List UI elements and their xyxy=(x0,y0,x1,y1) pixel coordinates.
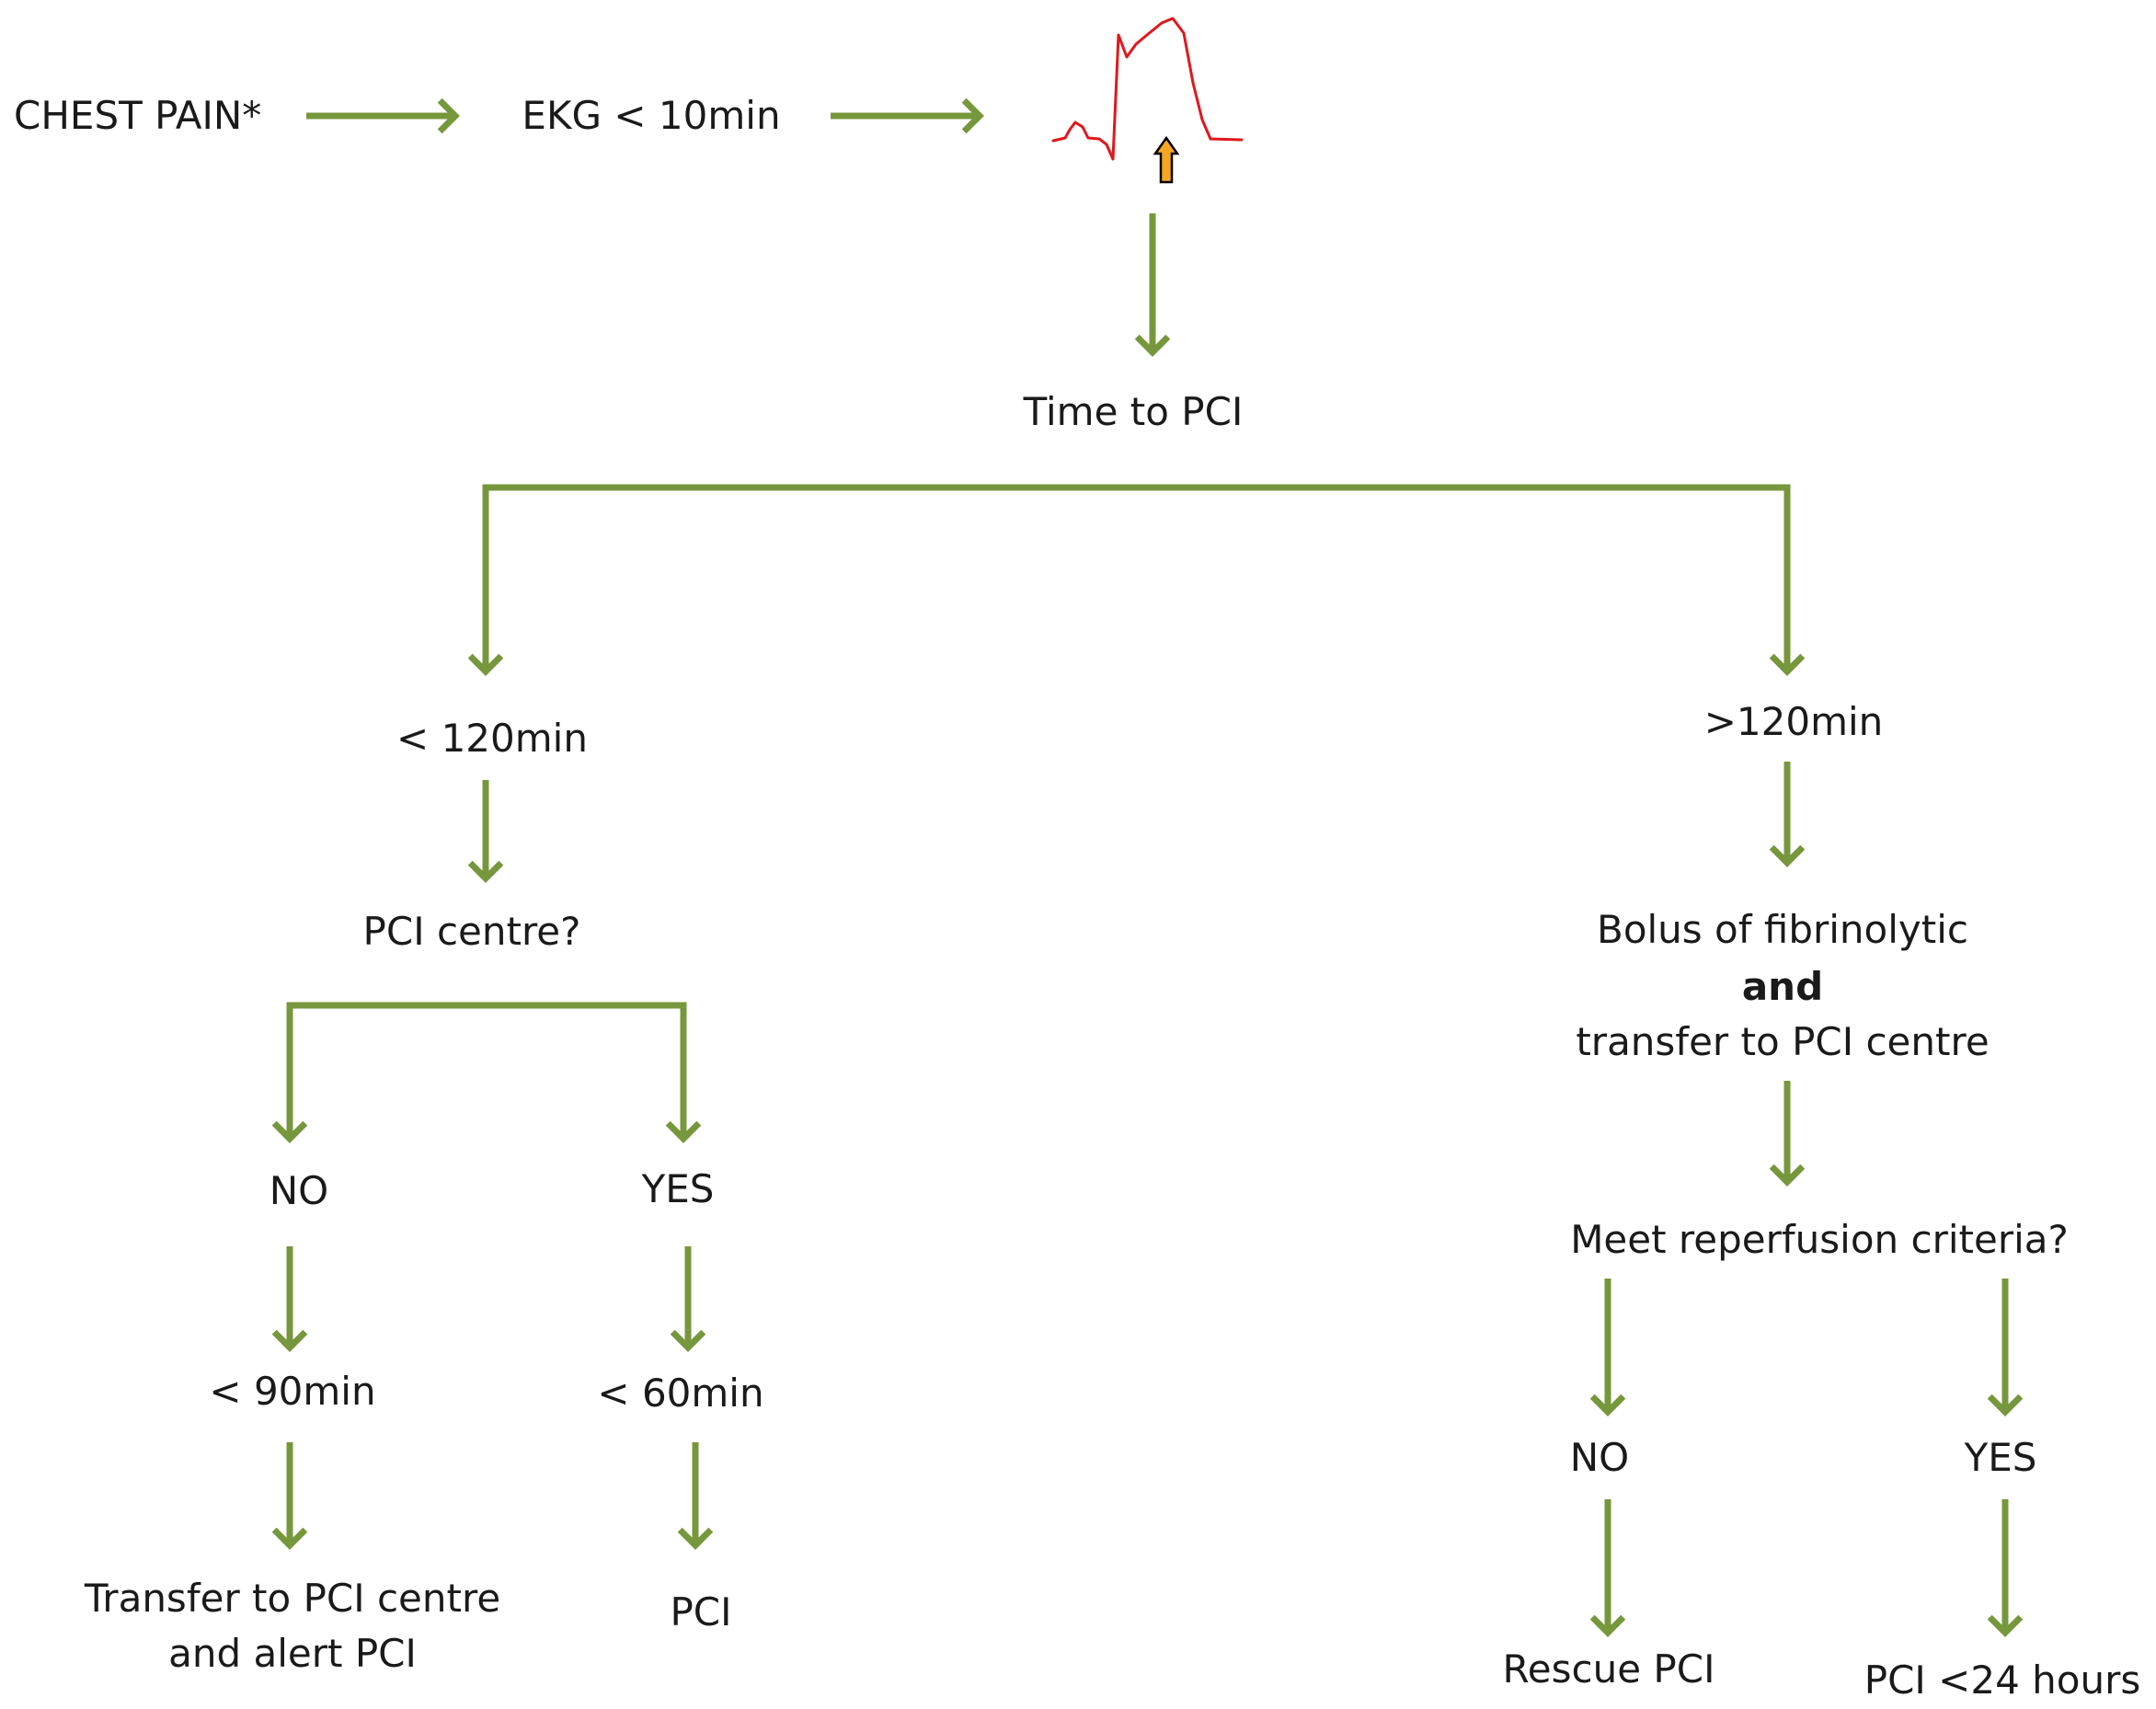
node-pci: PCI xyxy=(670,1589,732,1634)
node-transfer-line2: and alert PCI xyxy=(168,1631,417,1676)
node-pci-24-hours: PCI <24 hours xyxy=(1864,1657,2141,1703)
node-lt90: < 90min xyxy=(209,1369,376,1414)
arrow-pcicentre-to-no xyxy=(271,1002,460,1143)
node-lt60: < 60min xyxy=(597,1371,764,1416)
arrow-time-to-gt120 xyxy=(1153,484,1806,676)
arrow-pcicentre-to-yes xyxy=(460,1002,702,1143)
node-transfer-line1: Transfer to PCI centre xyxy=(84,1576,501,1621)
ecg-trace-icon xyxy=(1051,17,1244,161)
arrow-time-to-lt120 xyxy=(467,484,1153,676)
node-time-to-pci: Time to PCI xyxy=(1023,389,1244,434)
node-pci-centre-question: PCI centre? xyxy=(362,909,581,954)
node-yes-left: YES xyxy=(641,1166,715,1211)
node-yes-right: YES xyxy=(1964,1435,2037,1480)
node-ekg: EKG < 10min xyxy=(522,93,781,138)
node-no-left: NO xyxy=(269,1168,329,1213)
node-bolus-line2: and xyxy=(1741,964,1824,1009)
node-lt120: < 120min xyxy=(396,716,588,761)
node-reperfusion-question: Meet reperfusion criteria? xyxy=(1570,1217,2069,1262)
node-bolus-line3: transfer to PCI centre xyxy=(1576,1019,1990,1064)
up-arrow-marker-icon xyxy=(1153,135,1180,184)
node-bolus-line1: Bolus of fibrinolytic xyxy=(1597,907,1968,952)
node-gt120: >120min xyxy=(1703,699,1884,744)
node-rescue-pci: Rescue PCI xyxy=(1502,1646,1715,1692)
node-chest-pain: CHEST PAIN* xyxy=(14,93,262,138)
node-no-right: NO xyxy=(1569,1435,1630,1480)
